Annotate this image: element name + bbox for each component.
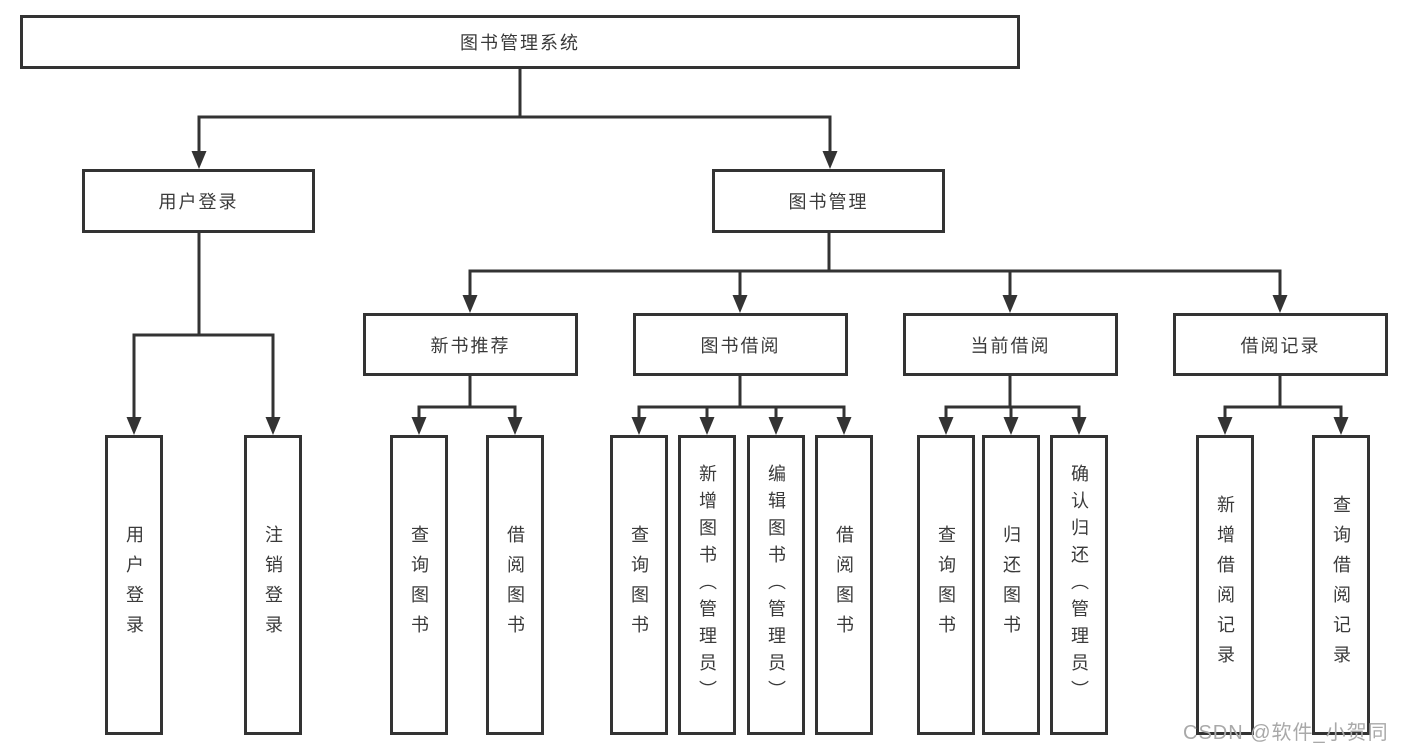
- node-current-borrowing: 当前借阅: [903, 313, 1118, 376]
- node-new-book-recommend: 新书推荐: [363, 313, 578, 376]
- leaf-logout: 注销登录: [244, 435, 302, 735]
- leaf-query-books-current: 查询图书: [917, 435, 975, 735]
- leaf-return-book: 归还图书: [982, 435, 1040, 735]
- leaf-user-login: 用户登录: [105, 435, 163, 735]
- leaf-query-books-borrowing: 查询图书: [610, 435, 668, 735]
- node-book-borrowing: 图书借阅: [633, 313, 848, 376]
- leaf-edit-book-admin: 编辑图书（管理员）: [747, 435, 805, 735]
- node-root: 图书管理系统: [20, 15, 1020, 69]
- node-book-management: 图书管理: [712, 169, 945, 233]
- watermark: CSDN @软件_小贺同学: [1183, 722, 1389, 744]
- leaf-confirm-return-admin: 确认归还（管理员）: [1050, 435, 1108, 735]
- leaf-borrow-books-recommend: 借阅图书: [486, 435, 544, 735]
- node-user-login: 用户登录: [82, 169, 315, 233]
- leaf-query-borrow-record: 查询借阅记录: [1312, 435, 1370, 735]
- node-borrow-records: 借阅记录: [1173, 313, 1388, 376]
- leaf-add-book-admin: 新增图书（管理员）: [678, 435, 736, 735]
- leaf-borrow-books-borrowing: 借阅图书: [815, 435, 873, 735]
- leaf-query-books-recommend: 查询图书: [390, 435, 448, 735]
- leaf-add-borrow-record: 新增借阅记录: [1196, 435, 1254, 735]
